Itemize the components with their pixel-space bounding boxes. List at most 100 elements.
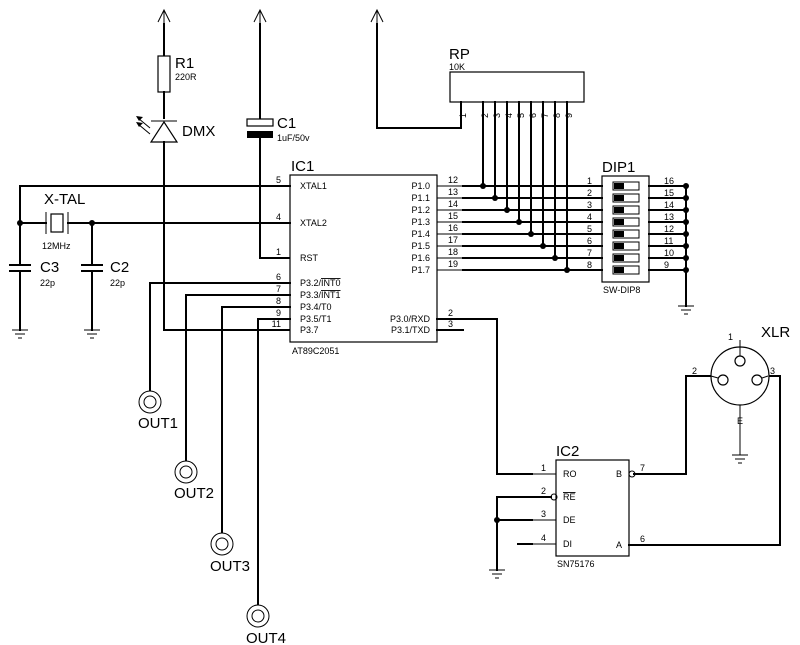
ic1-left-pin-name: P3.4/T0 xyxy=(300,302,332,312)
dip-switch-lever xyxy=(614,207,624,213)
ic1-right-pin-number: 14 xyxy=(448,199,458,209)
ic2-left-pin-number: 3 xyxy=(541,509,546,519)
ic1-right-pin-name: P1.3 xyxy=(411,217,430,227)
ic2-left-pin-name: RE xyxy=(563,492,576,502)
junction-dot xyxy=(528,231,534,237)
ic1-right-pin-number: 13 xyxy=(448,187,458,197)
ic1-left-pin-name: XTAL1 xyxy=(300,181,327,191)
output-terminal-out1 xyxy=(138,390,162,414)
ic1-left-pin-number: 5 xyxy=(276,175,281,185)
ic1-right-pin-name: P1.0 xyxy=(411,181,430,191)
c1-value: 1uF/50v xyxy=(277,133,310,143)
xlr-pin-3: 3 xyxy=(770,366,775,376)
rp-ref: RP xyxy=(449,46,470,63)
dip1-right-pin-number: 11 xyxy=(664,236,673,246)
junction-dot xyxy=(492,195,498,201)
ic1-left-pin-number: 4 xyxy=(276,212,281,222)
out3-label: OUT3 xyxy=(210,558,250,575)
dip-switch-lever xyxy=(614,231,624,237)
ic1-left-pin-name: P3.3/INT1 xyxy=(300,290,341,300)
out4-label: OUT4 xyxy=(246,630,286,645)
ic2-part: SN75176 xyxy=(557,559,595,569)
ic1-right-pin-number: 18 xyxy=(448,247,458,257)
dip1-right-pin-number: 10 xyxy=(664,248,674,258)
rp-pin-number: 5 xyxy=(516,113,526,118)
rp-pin-number: 6 xyxy=(528,113,538,118)
supply-arrow-c1 xyxy=(253,8,267,24)
ic2-left-pin-number: 4 xyxy=(541,533,546,543)
ic1-ref: IC1 xyxy=(291,158,314,175)
ic1-right-pin-number: 15 xyxy=(448,211,458,221)
dip1-left-pin-number: 4 xyxy=(587,212,592,222)
ic1-body xyxy=(289,174,438,343)
ic1-right-pin-name: P3.0/RXD xyxy=(390,314,431,324)
ic1-right-pin-number: 3 xyxy=(448,319,453,329)
rp-value: 10K xyxy=(449,62,465,72)
dip1-left-pin-number: 6 xyxy=(587,236,592,246)
ic1-left-pin-name: RST xyxy=(300,253,319,263)
ic2-right-pin-number: 7 xyxy=(640,463,645,473)
ic2-left-pin-number: 1 xyxy=(541,463,546,473)
rp-body xyxy=(449,71,585,103)
rp-pin-number: 4 xyxy=(504,113,514,118)
ic1-left-pin-number: 6 xyxy=(276,272,281,282)
out1-label: OUT1 xyxy=(138,415,178,432)
ic2-ref: IC2 xyxy=(556,443,579,460)
dip1-left-pin-number: 3 xyxy=(587,200,592,210)
dip1-left-pin-number: 5 xyxy=(587,224,592,234)
output-terminal-out4 xyxy=(246,604,270,628)
ic1-left-pin-number: 7 xyxy=(276,284,281,294)
supply-arrow-rp xyxy=(370,8,384,24)
junction-dot xyxy=(516,219,522,225)
output-terminal-out3 xyxy=(210,532,234,556)
dip-switch-lever xyxy=(614,255,624,261)
ic1-left-pin-number: 8 xyxy=(276,296,281,306)
ic2-left-pin-name: DE xyxy=(563,515,576,525)
rp-pin-number: 2 xyxy=(480,113,490,118)
dip1-left-pin-number: 2 xyxy=(587,188,592,198)
junction-dot xyxy=(504,207,510,213)
rp-pin-number: 1 xyxy=(458,113,468,118)
junction-dot xyxy=(552,255,558,261)
xtal-ref: X-TAL xyxy=(44,191,85,208)
output-terminal-out2 xyxy=(174,460,198,484)
dip1-right-pin-number: 9 xyxy=(664,260,669,270)
ic1-right-pin-number: 17 xyxy=(448,235,458,245)
ground-ic2 xyxy=(489,569,505,579)
dip-switch xyxy=(612,253,640,263)
xlr-pin-1: 1 xyxy=(728,332,733,342)
ic1-right-pin-name: P1.4 xyxy=(411,229,430,239)
c2-value: 22p xyxy=(110,278,125,288)
r1-ref: R1 xyxy=(175,55,194,72)
dip-switch xyxy=(612,205,640,215)
xlr-e-label: E xyxy=(737,416,743,426)
xlr-connector xyxy=(710,340,770,455)
dip1-right-pin-number: 14 xyxy=(664,200,674,210)
ic2-body xyxy=(555,459,630,557)
ic2-left-pin-name: DI xyxy=(563,539,572,549)
ic1-left-pin-number: 11 xyxy=(272,319,281,329)
ic1-right-pin-number: 16 xyxy=(448,223,458,233)
dip-switch-lever xyxy=(614,219,624,225)
dip1-right-pin-number: 12 xyxy=(664,224,674,234)
crystal-x-tal xyxy=(45,212,69,234)
c2-ref: C2 xyxy=(110,259,129,276)
out2-label: OUT2 xyxy=(174,485,214,502)
junction-dot xyxy=(480,183,486,189)
ground-c3 xyxy=(12,329,28,339)
ic1-right-pin-name: P1.1 xyxy=(411,193,430,203)
ic1-part: AT89C2051 xyxy=(292,346,339,356)
ic1-left-pin-name: XTAL2 xyxy=(300,218,327,228)
ic1-left-pin-name: P3.2/INT0 xyxy=(300,278,341,288)
c3-value: 22p xyxy=(40,278,55,288)
dip-switch-lever xyxy=(614,195,624,201)
ic2-left-pin-name: RO xyxy=(563,469,577,479)
dip-switch xyxy=(612,265,640,275)
dip1-right-pin-number: 16 xyxy=(664,176,674,186)
xlr-ref: XLR xyxy=(761,324,790,341)
ic1-right-pin-number: 2 xyxy=(448,308,453,318)
ic1-left-pin-number: 1 xyxy=(276,247,281,257)
dip1-part: SW-DIP8 xyxy=(603,285,640,295)
